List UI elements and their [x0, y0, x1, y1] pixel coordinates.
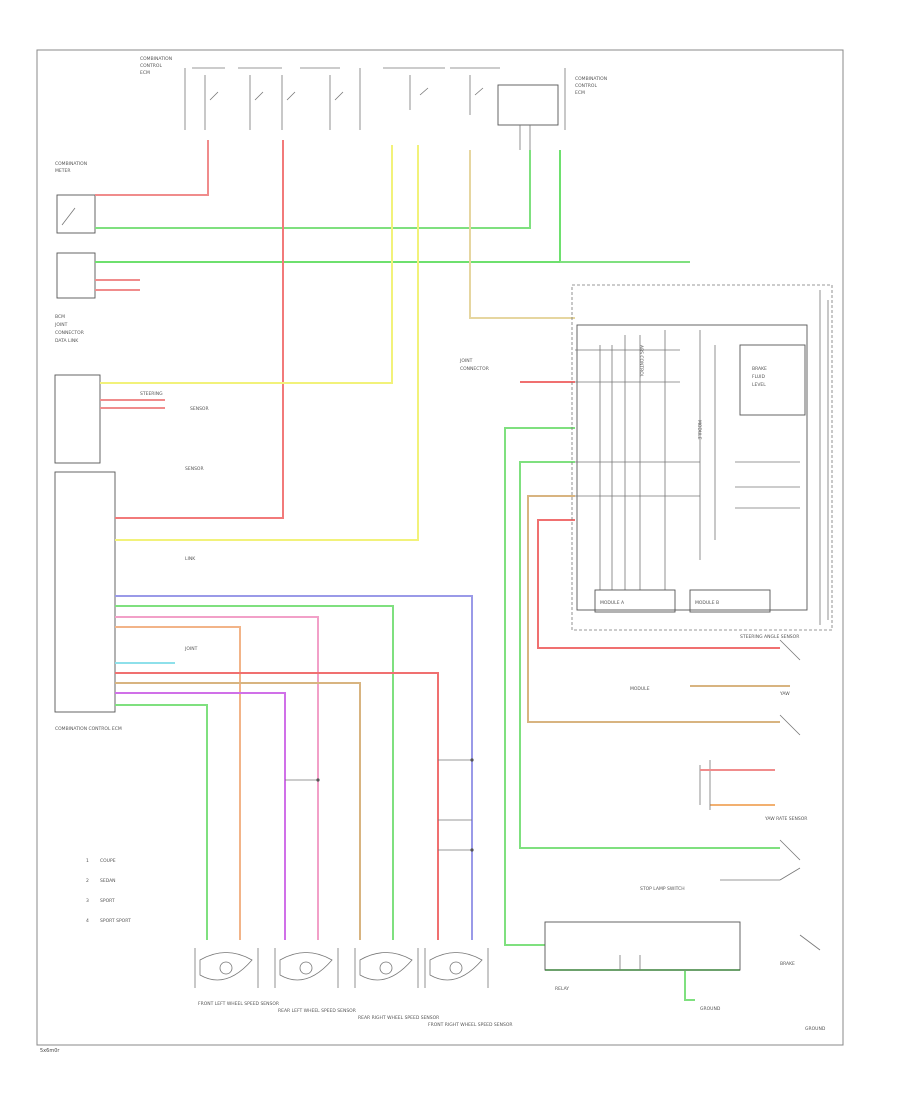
svg-text:CONNECTOR: CONNECTOR	[55, 330, 84, 336]
wheel-sensor-front-right: FRONT RIGHT WHEEL SPEED SENSOR	[424, 948, 513, 1028]
wheel-rr-label: REAR RIGHT WHEEL SPEED SENSOR	[358, 1015, 439, 1021]
svg-text:DATA LINK: DATA LINK	[55, 338, 79, 344]
svg-text:STEERING: STEERING	[140, 391, 163, 397]
svg-text:FLUID: FLUID	[752, 374, 765, 380]
ecm-module: COMBINATION CONTROL ECM STEERING SENSOR …	[54, 374, 209, 732]
diagram-frame	[36, 49, 844, 1046]
legend-text-2: SEDAN	[100, 878, 116, 884]
svg-text:SENSOR: SENSOR	[190, 406, 209, 412]
svg-text:ECM: ECM	[575, 90, 585, 96]
ground-relay-box: RELAY GROUND	[544, 921, 741, 1012]
svg-text:LEVEL: LEVEL	[752, 382, 766, 388]
svg-text:BRAKE: BRAKE	[752, 366, 767, 372]
module-a-label: MODULE A	[600, 600, 625, 606]
wheel-rl-label: REAR LEFT WHEEL SPEED SENSOR	[278, 1008, 356, 1014]
figure-id: 5x6m0r	[40, 1048, 60, 1054]
svg-text:GROUND: GROUND	[805, 1026, 826, 1032]
wire-magenta	[115, 692, 286, 940]
svg-text:BCM: BCM	[55, 314, 65, 320]
wheel-sensor-rear-left: REAR LEFT WHEEL SPEED SENSOR	[274, 948, 356, 1014]
svg-text:YAW: YAW	[779, 691, 790, 697]
wire-blue	[115, 595, 473, 940]
fuse-block-top: COMBINATION CONTROL ECM COMBINATION CONT…	[140, 56, 607, 150]
wire-pink	[115, 616, 319, 940]
wire-green-long	[115, 605, 394, 940]
wire-splices	[285, 758, 474, 852]
top-left-components: COMBINATION METER BCM JOINT CONNECTOR DA…	[54, 161, 96, 344]
wire-yellow-1	[100, 145, 393, 384]
module-b-label: MODULE B	[695, 600, 719, 606]
wire-red-top	[95, 140, 209, 196]
wire-green-wheel	[115, 704, 208, 940]
wire-tan-right	[527, 495, 780, 723]
wire-green-2	[95, 150, 561, 263]
svg-text:MODULE: MODULE	[630, 686, 650, 692]
svg-text:GROUND: GROUND	[700, 1006, 721, 1012]
wheel-fr-label: FRONT RIGHT WHEEL SPEED SENSOR	[428, 1022, 513, 1028]
svg-text:LINK: LINK	[185, 556, 196, 562]
abs-control-unit: ABS CONTROL MODULE MODULE A MODULE B BRA…	[459, 284, 833, 631]
wire-green-1	[95, 150, 531, 229]
svg-text:JOINT: JOINT	[54, 322, 68, 328]
svg-text:CONNECTOR: CONNECTOR	[460, 366, 489, 372]
right-sensors: STEERING ANGLE SENSOR MODULE YAW YAW RAT…	[630, 634, 826, 1032]
wires	[95, 140, 790, 1001]
svg-text:CONTROL: CONTROL	[575, 83, 597, 89]
svg-text:JOINT: JOINT	[184, 646, 198, 652]
wire-tan	[115, 682, 361, 940]
wheel-sensor-rear-right: REAR RIGHT WHEEL SPEED SENSOR	[354, 948, 439, 1021]
wheel-fl-label: FRONT LEFT WHEEL SPEED SENSOR	[198, 1001, 279, 1007]
svg-text:CONTROL: CONTROL	[140, 63, 162, 69]
wire-green-ground-2	[684, 970, 695, 1001]
legend-num-1: 1	[86, 858, 89, 864]
wire-red-right	[537, 519, 780, 649]
wheel-sensor-front-left: FRONT LEFT WHEEL SPEED SENSOR	[194, 948, 279, 1007]
svg-text:MODULE: MODULE	[696, 420, 702, 440]
wire-salmon	[115, 626, 241, 940]
svg-text:METER: METER	[55, 168, 70, 174]
legend-num-4: 4	[86, 918, 89, 924]
wire-green-right	[504, 427, 575, 946]
legend-text-1: COUPE	[100, 858, 116, 864]
legend: 1 COUPE 2 SEDAN 3 SPORT 4 SPORT SPORT	[86, 858, 131, 924]
wire-green-right-2	[519, 461, 780, 849]
steering-sensor-label: STEERING ANGLE SENSOR	[740, 634, 799, 640]
brake-switch-label: STOP LAMP SWITCH	[640, 886, 685, 892]
wire-red-main	[115, 140, 284, 519]
legend-text-4: SPORT SPORT	[100, 918, 131, 924]
svg-text:ABS CONTROL: ABS CONTROL	[638, 345, 644, 378]
legend-text-3: SPORT	[100, 898, 115, 904]
wire-yellow-2	[115, 145, 419, 541]
relay-label: RELAY	[555, 986, 569, 992]
svg-text:SENSOR: SENSOR	[185, 466, 204, 472]
yaw-sensor-label: YAW RATE SENSOR	[764, 816, 807, 822]
svg-text:ECM: ECM	[140, 70, 150, 76]
svg-text:BRAKE: BRAKE	[780, 961, 795, 967]
legend-num-2: 2	[86, 878, 89, 884]
legend-num-3: 3	[86, 898, 89, 904]
ecm-label: COMBINATION CONTROL ECM	[55, 726, 122, 732]
wire-tan-module	[469, 150, 575, 319]
wire-red-thick	[115, 672, 439, 940]
svg-text:COMBINATION: COMBINATION	[575, 76, 607, 82]
svg-text:COMBINATION: COMBINATION	[55, 161, 87, 167]
svg-text:COMBINATION: COMBINATION	[140, 56, 172, 62]
svg-text:JOINT: JOINT	[459, 358, 473, 364]
